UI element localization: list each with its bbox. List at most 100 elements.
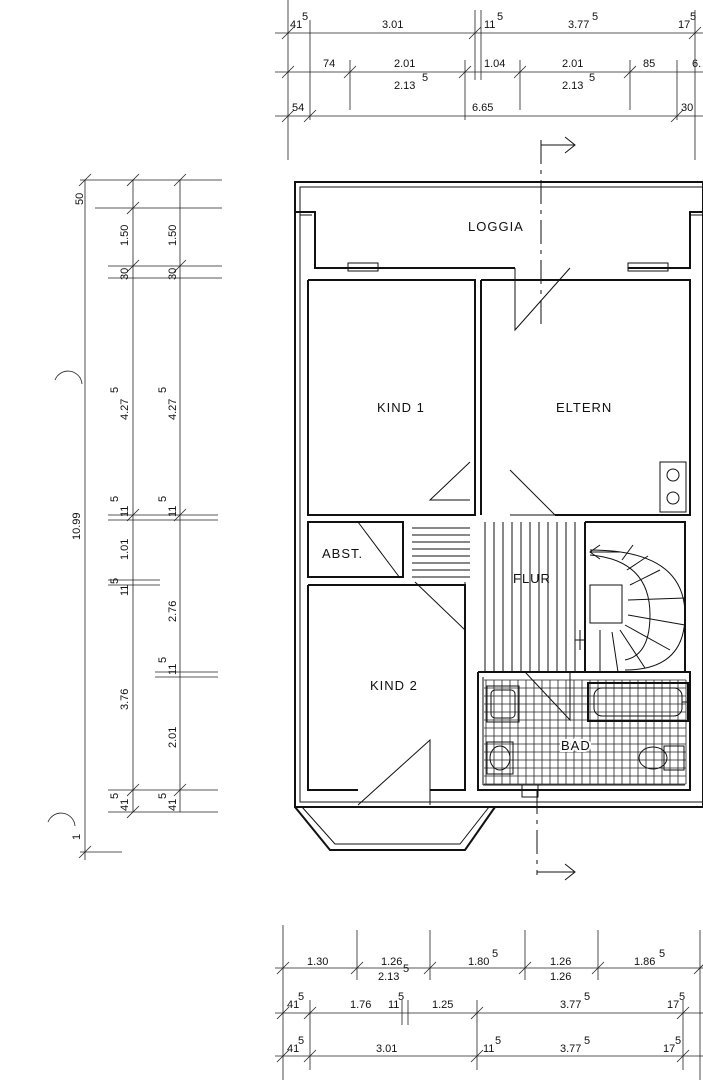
stair-steps xyxy=(412,522,585,672)
room-label-loggia: LOGGIA xyxy=(468,219,524,234)
building-walls xyxy=(294,181,703,808)
section-marker-top xyxy=(540,136,576,330)
dim-top-5-sup: 5 xyxy=(690,11,696,23)
dim-bottom-r3-4: 3.77 xyxy=(560,1043,581,1055)
dim-bottom-r1-5: 1.86 xyxy=(634,956,655,968)
dim-inner-8-sup: 5 xyxy=(157,793,169,799)
section-marker-bottom xyxy=(536,790,576,881)
dim-top-r2-1: 74 xyxy=(323,58,335,70)
room-label-flur: FLUR xyxy=(513,571,551,586)
spiral-stair xyxy=(589,544,686,673)
dim-top-2: 3.01 xyxy=(382,19,403,31)
dim-top-r3-1: 54 xyxy=(292,102,304,114)
dim-bottom-r3-4-sup: 5 xyxy=(584,1035,590,1047)
room-label-bad: BAD xyxy=(561,738,591,753)
dim-left-5: 11 xyxy=(119,506,131,517)
dim-left-1: 50 xyxy=(74,193,86,205)
dim-inner-8: 41 xyxy=(167,799,179,811)
dim-top-r2-sub-2-sup: 5 xyxy=(589,72,595,84)
dim-left-8: 3.76 xyxy=(119,689,131,710)
dim-bottom-r2-3-sup: 5 xyxy=(398,991,404,1003)
dim-left-6: 1.01 xyxy=(119,539,131,560)
dim-left-9-sup: 5 xyxy=(109,793,121,799)
top-dimension-chain: 41 5 3.01 11 5 3.77 5 17 5 74 2.01 1.04 … xyxy=(275,0,703,160)
dim-top-4-sup: 5 xyxy=(592,11,598,23)
dim-bottom-r1-5-sup: 5 xyxy=(659,948,665,960)
bay-window xyxy=(294,806,496,851)
dim-inner-4: 11 xyxy=(167,506,179,517)
dim-bottom-r2-1-sup: 5 xyxy=(298,991,304,1003)
dim-left-2: 1.50 xyxy=(119,225,131,246)
dim-inner-3: 4.27 xyxy=(167,399,179,420)
dim-bottom-r3-3: 11 xyxy=(483,1043,494,1055)
dim-top-1: 41 xyxy=(290,19,302,31)
dim-bottom-r1-sub-1: 2.13 xyxy=(378,971,399,983)
dim-inner-1: 1.50 xyxy=(167,225,179,246)
room-label-kind1: KIND 1 xyxy=(377,400,425,415)
dim-top-r2-sub-1-sup: 5 xyxy=(422,72,428,84)
dim-top-r2-sub-1: 2.13 xyxy=(394,80,415,92)
dim-top-5: 17 xyxy=(678,19,690,31)
bidet xyxy=(638,745,685,771)
dim-inner-4-sup: 5 xyxy=(157,496,169,502)
dim-inner-2: 30 xyxy=(167,268,179,280)
washbasin xyxy=(486,685,520,723)
dim-bottom-r1-3-sup: 5 xyxy=(492,948,498,960)
dim-top-r3-3: 30 xyxy=(681,102,693,114)
dim-top-3: 11 xyxy=(484,19,495,31)
dim-inner-6: 11 xyxy=(167,664,179,675)
room-label-kind2: KIND 2 xyxy=(370,678,418,693)
dim-left-4-sup: 5 xyxy=(109,387,121,393)
dim-bottom-r2-5-sup: 5 xyxy=(584,991,590,1003)
dim-bottom-r3-2: 3.01 xyxy=(376,1043,397,1055)
toilet xyxy=(486,741,514,775)
dim-top-r2-2: 2.01 xyxy=(394,58,415,70)
dim-left-5-sup: 5 xyxy=(109,496,121,502)
dim-bottom-r1-2: 1.26 xyxy=(381,956,402,968)
dim-inner-5: 2.76 xyxy=(167,601,179,622)
dim-top-r2-4: 2.01 xyxy=(562,58,583,70)
dim-left-9: 41 xyxy=(119,799,131,811)
dim-top-r2-3: 1.04 xyxy=(484,58,505,70)
dim-left-7: 11 xyxy=(119,585,131,596)
dim-bottom-r2-2: 1.76 xyxy=(350,999,371,1011)
bathroom-tiles xyxy=(484,679,687,785)
dim-bottom-r3-3-sup: 5 xyxy=(495,1035,501,1047)
dim-bottom-r2-6: 17 xyxy=(667,999,679,1011)
dim-left-10: 1 xyxy=(71,834,83,840)
dim-top-r2-5: 85 xyxy=(643,58,655,70)
dim-bottom-r2-3: 11 xyxy=(388,999,399,1011)
left-dimension-chain: 50 1.50 30 4.27 5 11 5 1.01 11 5 3.76 41… xyxy=(47,173,222,860)
dim-inner-7: 2.01 xyxy=(167,727,179,748)
bottom-dimension-chain: 1.30 1.26 1.80 5 1.26 1.86 5 2.13 5 1.26… xyxy=(275,925,703,1080)
dim-bottom-r1-sub-2: 1.26 xyxy=(550,971,571,983)
dim-bottom-r3-1-sup: 5 xyxy=(298,1035,304,1047)
dim-inner-6-sup: 5 xyxy=(157,657,169,663)
dim-bottom-r3-1: 41 xyxy=(287,1043,299,1055)
dim-bottom-r2-1: 41 xyxy=(287,999,299,1011)
dim-top-r2-6: 6. xyxy=(692,58,701,70)
dim-bottom-r1-sub-1-sup: 5 xyxy=(403,963,409,975)
dim-bottom-r1-3: 1.80 xyxy=(468,956,489,968)
dim-top-4: 3.77 xyxy=(568,19,589,31)
dim-bottom-r1-1: 1.30 xyxy=(307,956,328,968)
dim-bottom-r2-5: 3.77 xyxy=(560,999,581,1011)
dim-top-1-sup: 5 xyxy=(302,11,308,23)
dim-top-r2-sub-2: 2.13 xyxy=(562,80,583,92)
dim-bottom-r3-5: 17 xyxy=(663,1043,675,1055)
room-label-abst: ABST. xyxy=(322,546,363,561)
dim-top-3-sup: 5 xyxy=(497,11,503,23)
dim-top-r3-2: 6.65 xyxy=(472,102,493,114)
dim-total: 10.99 xyxy=(71,512,83,540)
dim-left-7-sup: 5 xyxy=(109,578,121,584)
bathtub xyxy=(587,682,690,722)
dim-bottom-r1-4: 1.26 xyxy=(550,956,571,968)
stove xyxy=(659,461,687,513)
dim-bottom-r3-5-sup: 5 xyxy=(675,1035,681,1047)
dim-left-3: 30 xyxy=(119,268,131,280)
dim-left-4: 4.27 xyxy=(119,399,131,420)
dim-bottom-r2-6-sup: 5 xyxy=(679,991,685,1003)
dim-inner-3-sup: 5 xyxy=(157,387,169,393)
room-label-eltern: ELTERN xyxy=(556,400,612,415)
